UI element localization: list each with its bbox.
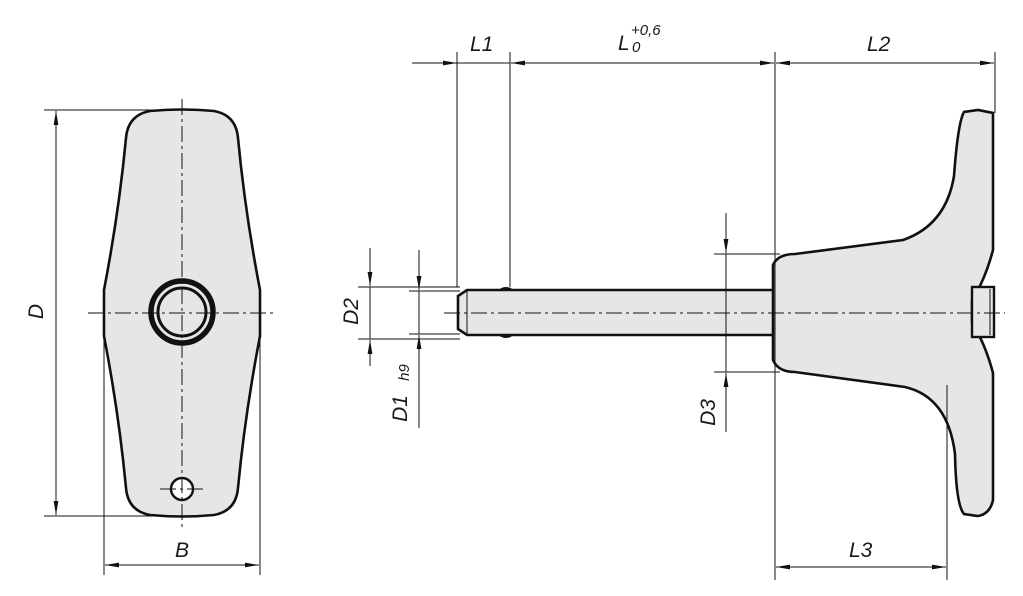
dim-label-L2: L2 (867, 33, 891, 56)
dim-label-L3: L3 (849, 539, 873, 562)
dim-tol-L-upper: +0,6 (631, 22, 661, 39)
dim-tol-D1: h9 (395, 364, 413, 381)
handle-end-cap (970, 285, 996, 339)
dim-label-D2: D2 (339, 298, 363, 325)
dim-label-L1: L1 (470, 33, 494, 56)
dim-label-L: L (618, 32, 630, 55)
dim-label-D3: D3 (696, 399, 720, 426)
dim-label-B: B (175, 539, 190, 562)
dim-label-D1: D1 (388, 395, 412, 422)
dim-tol-L-lower: 0 (632, 39, 641, 56)
side-view (358, 52, 1005, 580)
dim-label-D: D (25, 303, 49, 320)
front-view (44, 99, 276, 575)
ball-lock-marks (499, 287, 513, 338)
